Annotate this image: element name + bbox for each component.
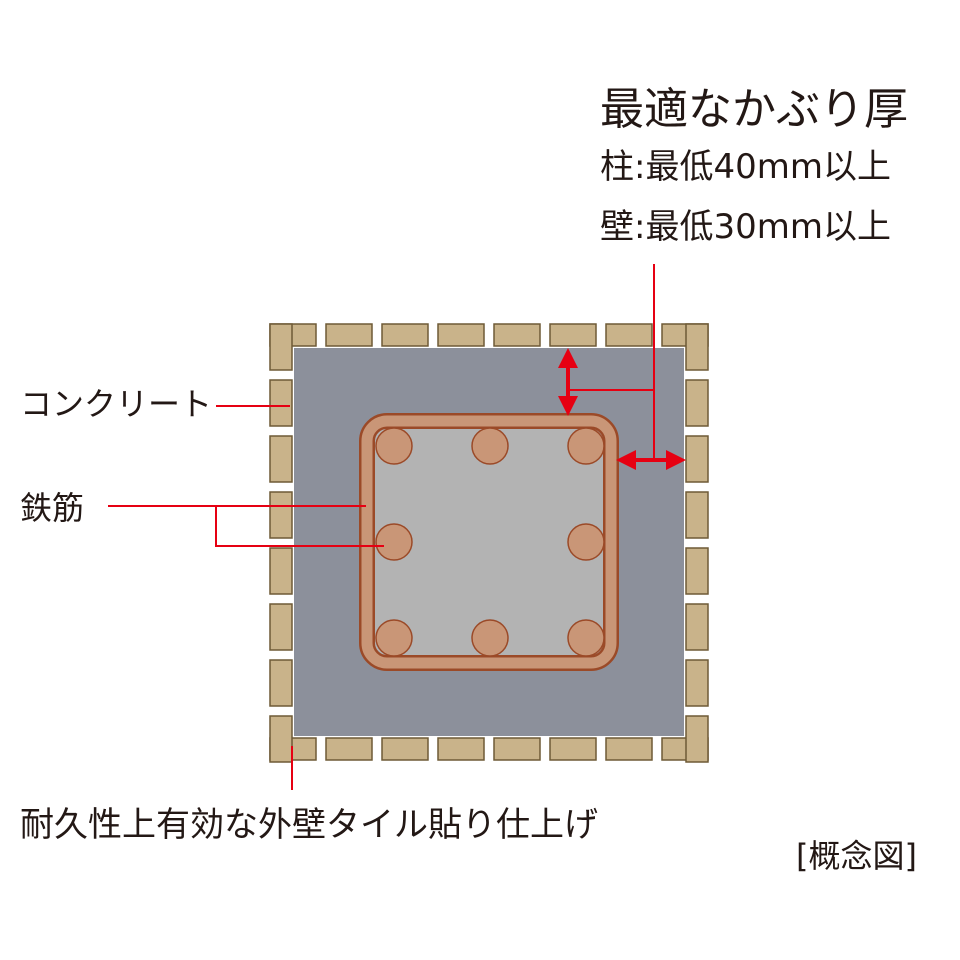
tile-finish-layer (269, 323, 709, 763)
conceptual-diagram-note: [概念図] (796, 837, 917, 875)
rebar-bar (567, 427, 605, 465)
wall-tile (549, 323, 597, 347)
rebar-leader-line (108, 505, 384, 547)
wall-tile (437, 323, 485, 347)
wall-tile (269, 323, 293, 371)
wall-tile (685, 435, 709, 483)
wall-tile (685, 715, 709, 763)
wall-tile (269, 659, 293, 707)
wall-tile (269, 491, 293, 539)
rebar-bar (471, 619, 509, 657)
wall-tile (325, 323, 373, 347)
rebar-bar (567, 619, 605, 657)
wall-cover-spec: 壁:最低30mm以上 (600, 207, 891, 247)
wall-tile (605, 323, 653, 347)
wall-tile (381, 323, 429, 347)
wall-tile (269, 603, 293, 651)
wall-tile (549, 737, 597, 761)
wall-tile (269, 715, 293, 763)
wall-tile (685, 491, 709, 539)
wall-tile (605, 737, 653, 761)
rebar-label: 鉄筋 (20, 489, 85, 527)
wall-tile (437, 737, 485, 761)
concrete-label: コンクリート (20, 385, 213, 423)
wall-tile (685, 659, 709, 707)
stirrup-hoop-fill (361, 415, 617, 669)
tile-finish-label: 耐久性上有効な外壁タイル貼り仕上げ (20, 805, 598, 845)
wall-tile (685, 379, 709, 427)
rebar-bar (375, 619, 413, 657)
cover-thickness-title: 最適なかぶり厚 (600, 84, 908, 135)
wall-tile (685, 547, 709, 595)
column-cover-spec: 柱:最低40mm以上 (600, 147, 891, 187)
rebar-bar (375, 427, 413, 465)
wall-tile (325, 737, 373, 761)
wall-tile (381, 737, 429, 761)
rebar-bars (375, 427, 605, 657)
wall-tile (493, 323, 541, 347)
wall-tile (685, 603, 709, 651)
rebar-bar (567, 523, 605, 561)
wall-tile (685, 323, 709, 371)
rebar-bar (471, 427, 509, 465)
rebar-bar (375, 523, 413, 561)
wall-tile (269, 547, 293, 595)
wall-tile (269, 435, 293, 483)
wall-tile (493, 737, 541, 761)
wall-tile (269, 379, 293, 427)
